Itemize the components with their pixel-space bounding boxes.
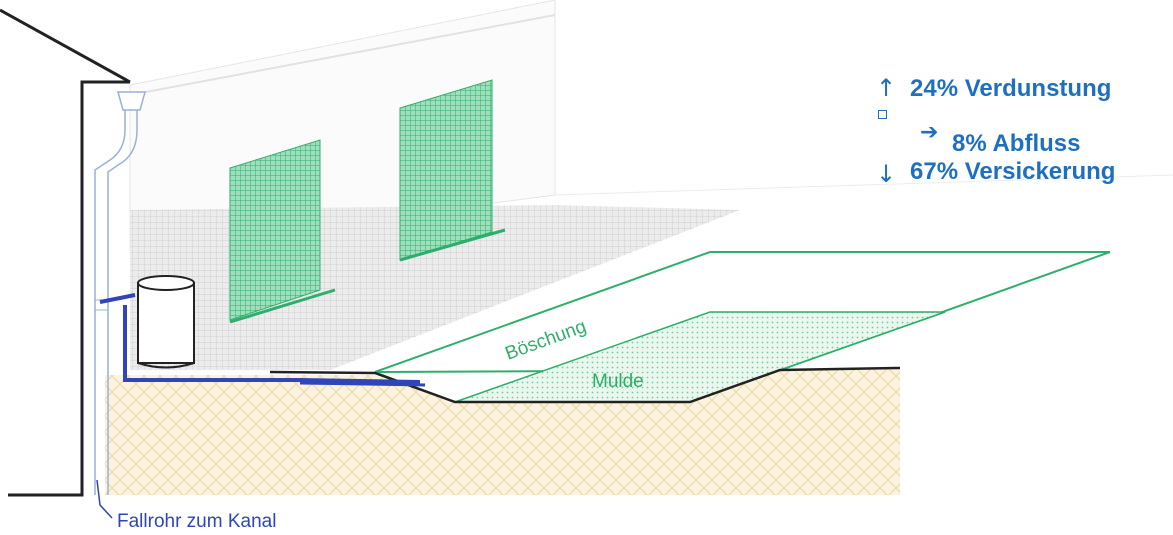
arrow-down-icon: ↓ [876,160,897,188]
legend-item-abfluss: 8% Abfluss [952,130,1081,157]
window-left [229,139,336,324]
legend-item-verdunstung: 24% Verdunstung [910,75,1112,102]
roof-outline [0,8,131,84]
label-fallrohr: Fallrohr zum Kanal [117,511,277,532]
rain-barrel [137,275,195,369]
ground-line [269,366,901,404]
fallrohr-leader [96,479,113,519]
window-right [399,79,506,262]
arrow-up-icon: ↑ [876,74,897,102]
overflow-pipe [99,293,426,387]
downpipe [94,91,146,495]
house-outline [8,80,130,497]
arrow-diagonal-icon: ➔ [920,120,939,145]
label-mulde: Mulde [592,371,644,392]
legend-item-versickerung: 67% Versickerung [910,158,1116,185]
soil-section [105,368,900,495]
square-icon [878,110,887,119]
